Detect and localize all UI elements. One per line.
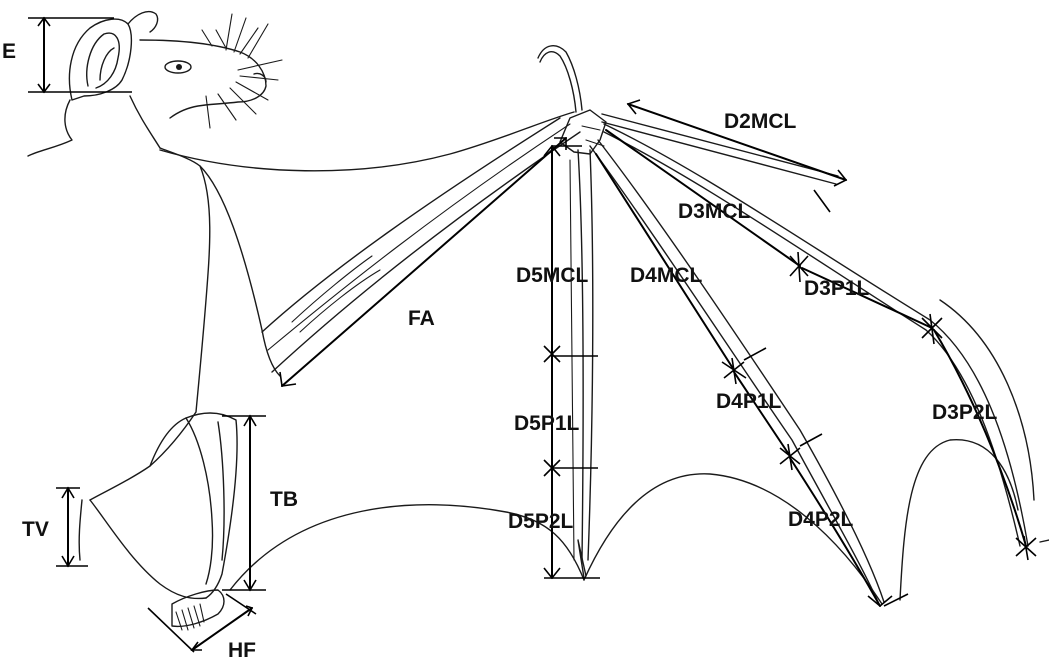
eye bbox=[176, 64, 182, 70]
label-d5mcl: D5MCL bbox=[516, 264, 589, 287]
wing-membrane bbox=[230, 440, 1049, 604]
measure-tb bbox=[222, 416, 266, 590]
label-d4p1l: D4P1L bbox=[716, 390, 782, 413]
measure-e bbox=[28, 18, 132, 92]
forearm bbox=[262, 118, 580, 372]
measure-tv bbox=[56, 488, 88, 566]
digit-3 bbox=[604, 124, 1034, 546]
wrist-joint bbox=[560, 110, 606, 154]
label-d5p1l: D5P1L bbox=[514, 412, 580, 435]
bat-head bbox=[28, 12, 282, 156]
thumb bbox=[538, 46, 582, 112]
label-tb: TB bbox=[270, 488, 298, 511]
label-d3p1l: D3P1L bbox=[804, 277, 870, 300]
measure-d4p1l bbox=[734, 372, 822, 470]
label-tv: TV bbox=[22, 518, 49, 541]
label-d4p2l: D4P2L bbox=[788, 508, 854, 531]
leg bbox=[79, 413, 237, 599]
label-d3p2l: D3P2L bbox=[932, 401, 998, 424]
label-d2mcl: D2MCL bbox=[724, 110, 797, 133]
measure-d4p2l bbox=[790, 458, 908, 606]
label-hf: HF bbox=[228, 639, 256, 662]
measure-d3p2l bbox=[934, 330, 1036, 560]
label-d5p2l: D5P2L bbox=[508, 510, 574, 533]
foot bbox=[172, 590, 224, 630]
digit-5 bbox=[570, 150, 593, 560]
measure-fa bbox=[280, 138, 566, 386]
label-d3mcl: D3MCL bbox=[678, 200, 751, 223]
label-e: E bbox=[2, 40, 16, 63]
label-fa: FA bbox=[408, 307, 435, 330]
label-d4mcl: D4MCL bbox=[630, 264, 703, 287]
